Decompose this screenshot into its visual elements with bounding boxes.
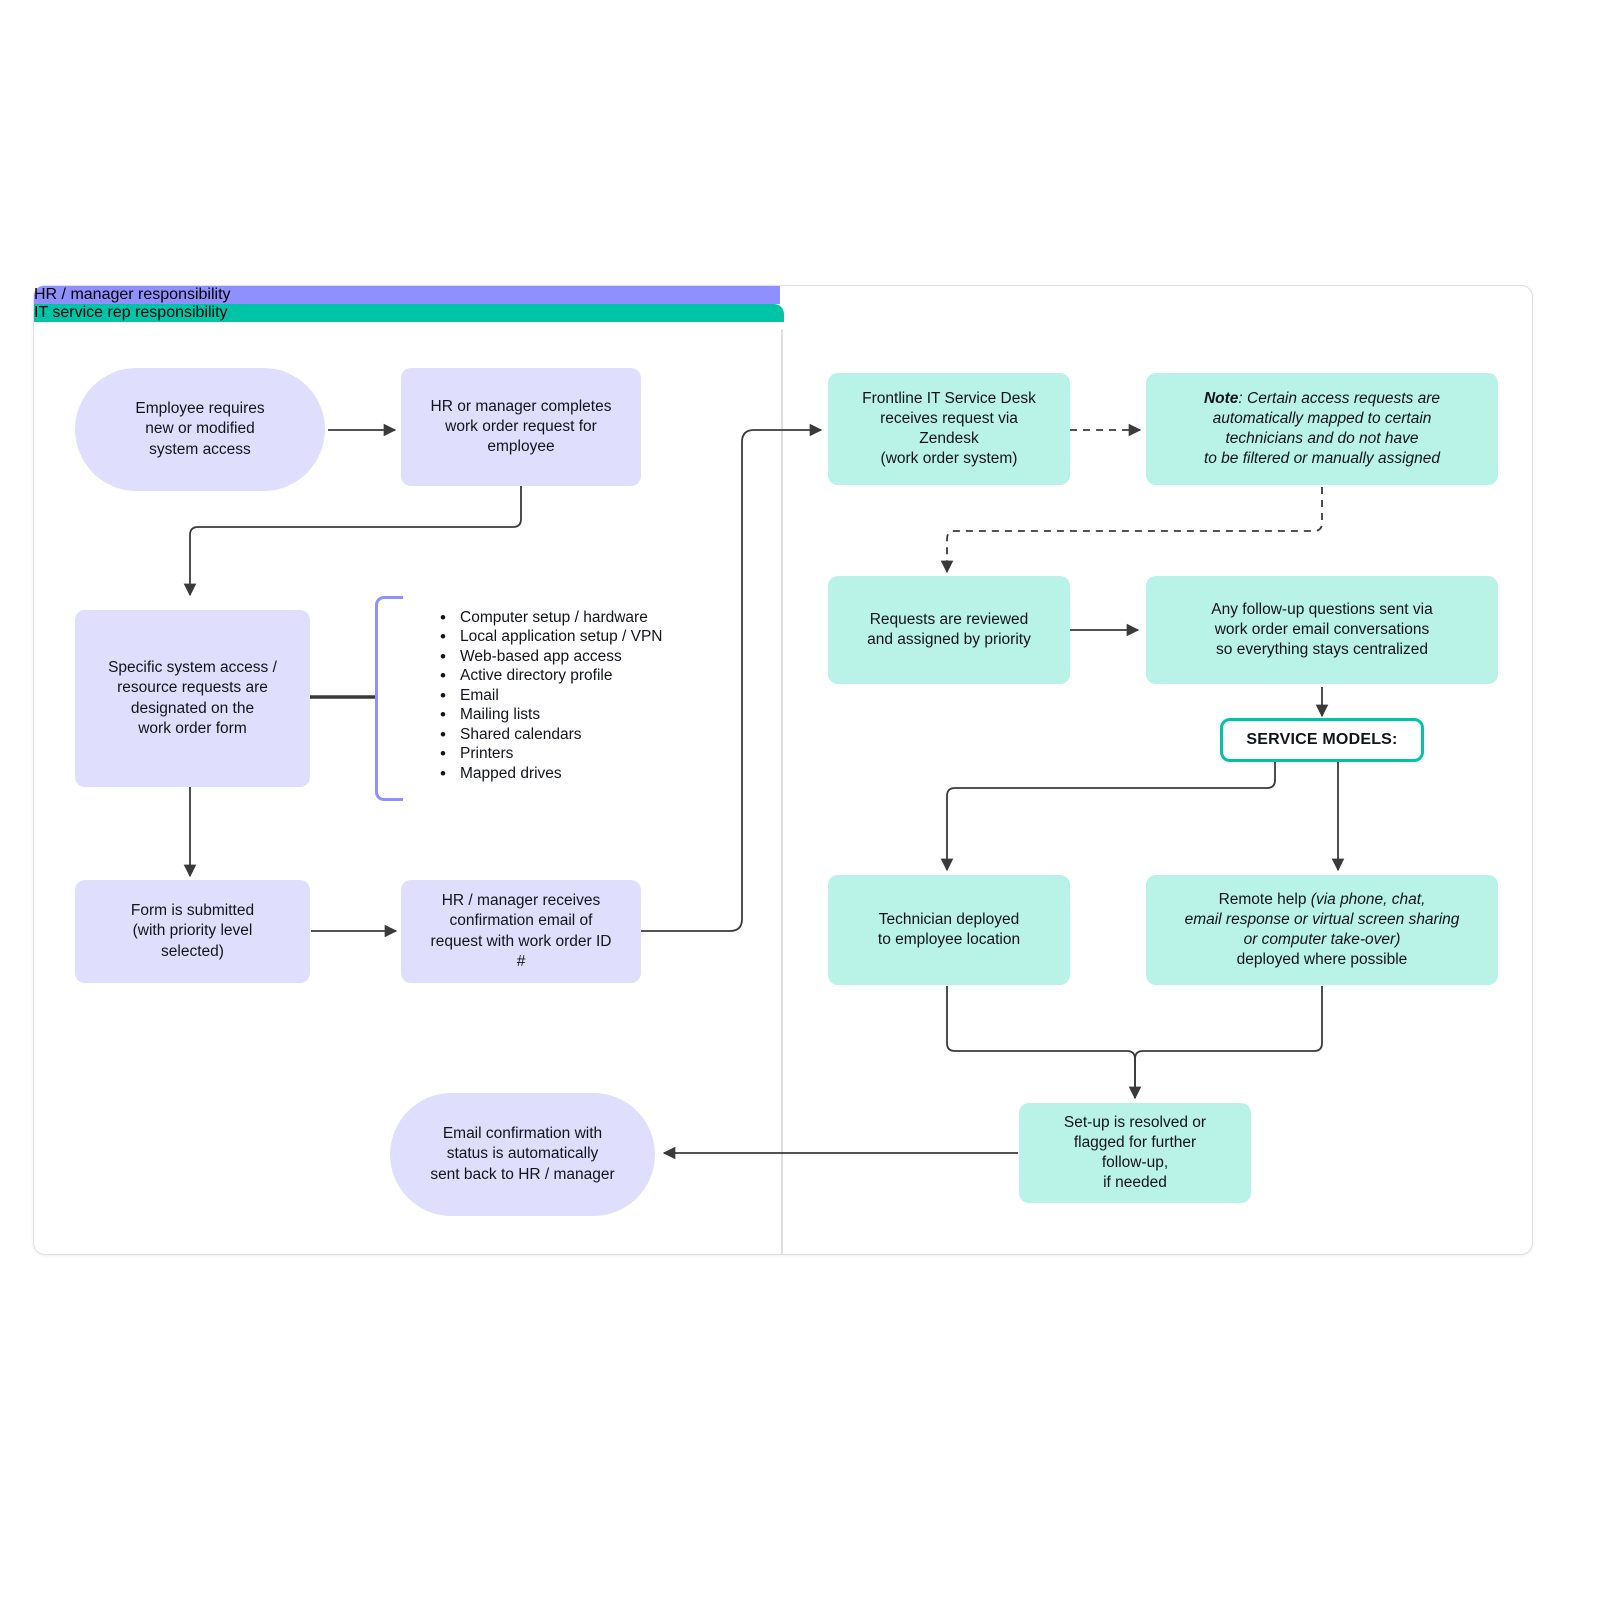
node-email-confirmation[interactable]: Email confirmation with status is automa… bbox=[390, 1093, 655, 1216]
lane-header-it: IT service rep responsibility bbox=[34, 304, 784, 322]
list-item: Mailing lists bbox=[440, 704, 740, 726]
node-service-models[interactable]: SERVICE MODELS: bbox=[1220, 718, 1424, 762]
node-form-submitted[interactable]: Form is submitted (with priority level s… bbox=[75, 880, 310, 983]
list-item: Active directory profile bbox=[440, 665, 740, 687]
list-item: Local application setup / VPN bbox=[440, 626, 740, 648]
node-specific-access[interactable]: Specific system access / resource reques… bbox=[75, 610, 310, 787]
node-setup-resolved[interactable]: Set-up is resolved or flagged for furthe… bbox=[1019, 1103, 1251, 1203]
lane-header-hr: HR / manager responsibility bbox=[34, 286, 780, 304]
resource-list: Computer setup / hardware Local applicat… bbox=[418, 607, 740, 784]
list-item: Web-based app access bbox=[440, 646, 740, 668]
list-item: Mapped drives bbox=[440, 762, 740, 784]
list-item: Shared calendars bbox=[440, 724, 740, 746]
resource-list-bracket bbox=[375, 596, 403, 801]
note-body: : Certain access requests are automatica… bbox=[1203, 389, 1441, 468]
lane-divider bbox=[780, 329, 783, 1254]
remote-help-tail: deployed where possible bbox=[1236, 951, 1408, 969]
node-note[interactable]: Note: Certain access requests are automa… bbox=[1146, 373, 1498, 485]
list-item: Printers bbox=[440, 743, 740, 765]
list-item: Computer setup / hardware bbox=[440, 607, 740, 629]
remote-help-detail: (via phone, chat, email response or virt… bbox=[1184, 890, 1460, 948]
note-label: Note bbox=[1203, 389, 1239, 407]
node-remote-help[interactable]: Remote help (via phone, chat, email resp… bbox=[1146, 875, 1498, 985]
list-item: Email bbox=[440, 685, 740, 707]
remote-help-lead: Remote help bbox=[1218, 890, 1311, 908]
node-requests-reviewed[interactable]: Requests are reviewed and assigned by pr… bbox=[828, 576, 1070, 684]
node-employee-requires[interactable]: Employee requires new or modified system… bbox=[75, 368, 325, 491]
node-frontline-desk[interactable]: Frontline IT Service Desk receives reque… bbox=[828, 373, 1070, 485]
node-hr-completes[interactable]: HR or manager completes work order reque… bbox=[401, 368, 641, 486]
node-followup-questions[interactable]: Any follow-up questions sent via work or… bbox=[1146, 576, 1498, 684]
node-technician-deployed[interactable]: Technician deployed to employee location bbox=[828, 875, 1070, 985]
node-hr-receives-confirmation[interactable]: HR / manager receives confirmation email… bbox=[401, 880, 641, 983]
